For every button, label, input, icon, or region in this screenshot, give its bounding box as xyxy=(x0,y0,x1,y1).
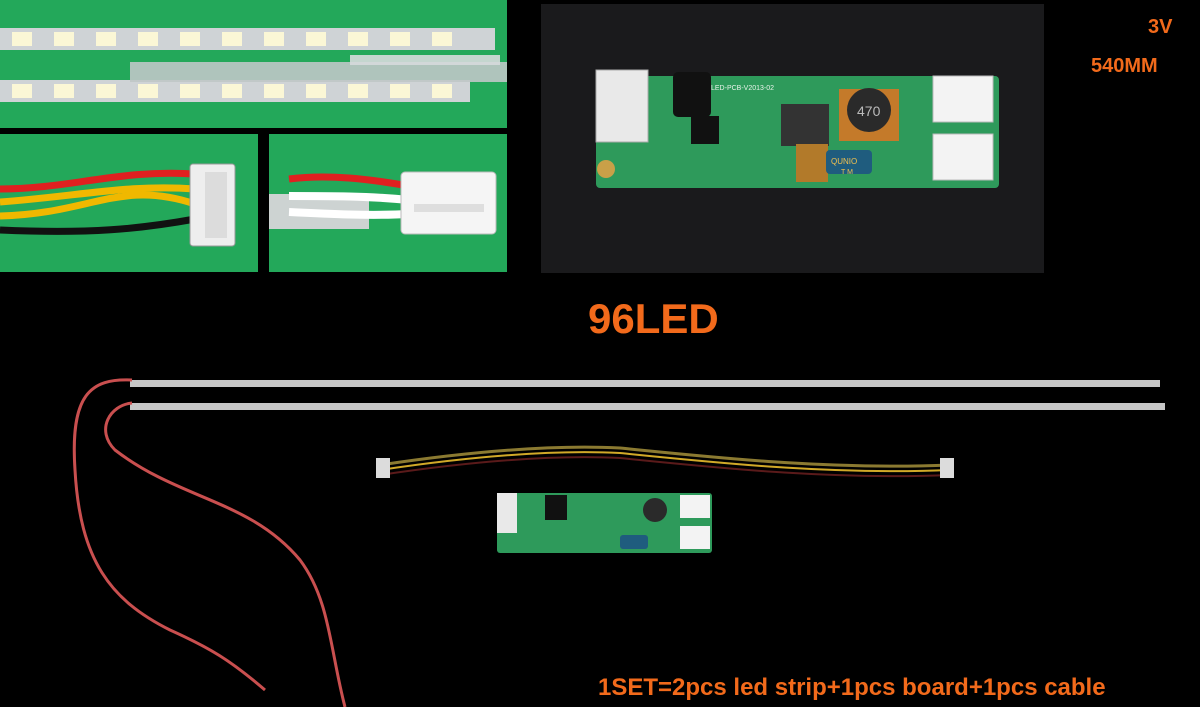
led-strip-closeup-illustration xyxy=(0,28,507,102)
part-number-label: LED-PCB-V2013-02 xyxy=(711,85,774,92)
set-contents-label: 1SET=2pcs led strip+1pcs board+1pcs cabl… xyxy=(598,674,1106,701)
cable-connector-photo-right xyxy=(269,134,507,272)
driver-board-illustration: 470 QUNIO T M LED-PCB-V2013-02 xyxy=(595,69,999,188)
cable-connector-illustration-left xyxy=(0,163,236,247)
cable-connector-photo-left xyxy=(0,134,258,272)
cable-connector-b xyxy=(940,458,954,478)
led-chip xyxy=(222,32,242,46)
led-chip xyxy=(390,32,410,46)
led-chip xyxy=(264,32,284,46)
driver-board-small xyxy=(497,493,712,553)
led-chip xyxy=(96,32,116,46)
led-strip-closeup-photo xyxy=(0,0,507,128)
led-chip xyxy=(54,32,74,46)
led-chip xyxy=(306,32,326,46)
led-chip xyxy=(432,32,452,46)
led-chip xyxy=(222,84,242,98)
led-strip-2 xyxy=(130,403,1165,410)
cable-connector-a xyxy=(376,458,390,478)
driver-board-closeup-photo: 470 QUNIO T M LED-PCB-V2013-02 xyxy=(541,4,1044,273)
led-chip xyxy=(12,32,32,46)
voltage-label: 3V xyxy=(1148,16,1173,38)
led-chip xyxy=(264,84,284,98)
led-chip xyxy=(138,32,158,46)
inductor-label: 470 xyxy=(857,103,881,119)
led-strip-1 xyxy=(130,380,1160,387)
led-count-label: 96LED xyxy=(588,295,719,342)
led-chip xyxy=(180,84,200,98)
led-chip xyxy=(96,84,116,98)
tm-label: T M xyxy=(841,169,853,176)
strip-cable-2 xyxy=(104,401,347,707)
length-label: 540MM xyxy=(1091,55,1158,77)
led-chip xyxy=(54,84,74,98)
led-chip xyxy=(432,84,452,98)
brand-label: QUNIO xyxy=(831,157,857,166)
led-chip xyxy=(348,84,368,98)
cable-connector-illustration-right xyxy=(269,171,497,235)
led-chip xyxy=(348,32,368,46)
led-chip xyxy=(180,32,200,46)
led-chip xyxy=(12,84,32,98)
led-chip xyxy=(138,84,158,98)
strip-cable-1 xyxy=(72,378,266,692)
led-chip xyxy=(390,84,410,98)
led-chip xyxy=(306,84,326,98)
